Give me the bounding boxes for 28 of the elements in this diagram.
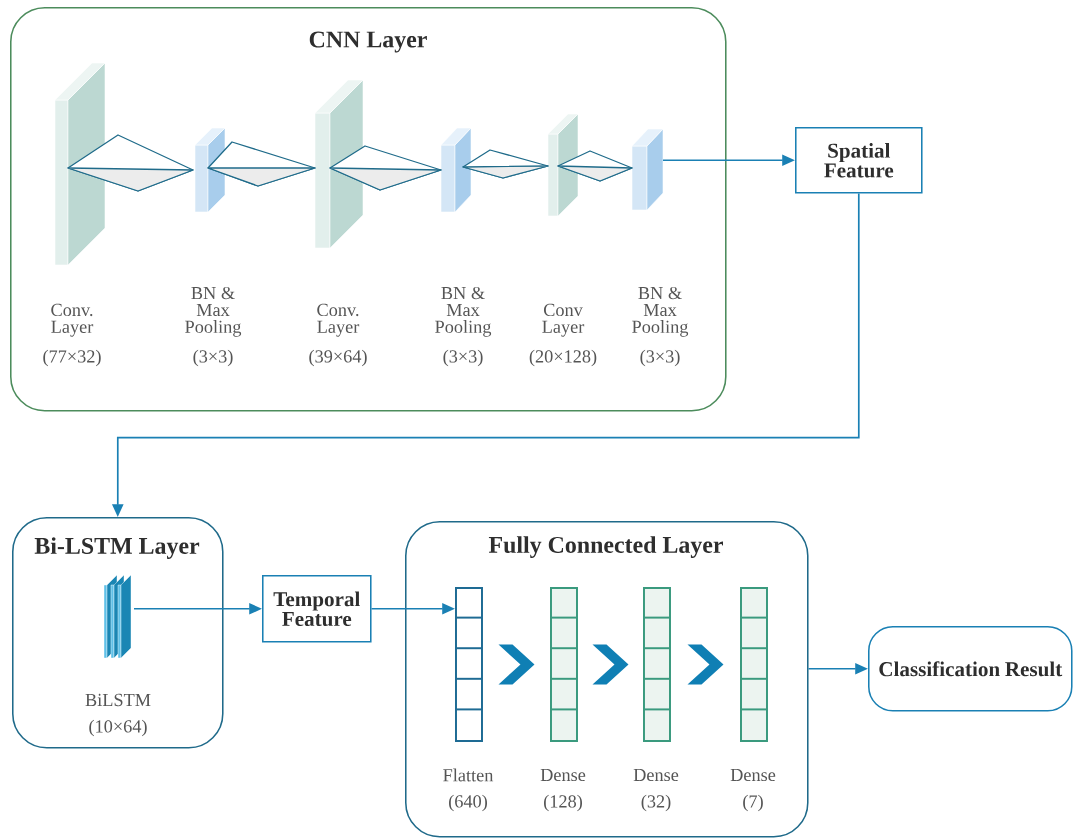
size-label: (20×128) — [529, 349, 597, 367]
layer-label: Dense — [730, 768, 776, 782]
size-label: (10×64) — [89, 719, 147, 737]
size-label: (640) — [449, 794, 487, 812]
size-label: (3×3) — [193, 349, 233, 367]
size-label: (39×64) — [309, 349, 367, 367]
layer-label: Conv. Layer — [317, 303, 360, 337]
layer-label: Dense — [540, 768, 586, 782]
layer-label: Flatten — [443, 768, 494, 782]
size-label: (128) — [544, 794, 582, 812]
size-label: (3×3) — [640, 349, 680, 367]
layer-label: BN & Max Pooling — [185, 286, 242, 337]
result-box: Classification Result — [868, 626, 1073, 712]
feature-box: Spatial Feature — [795, 127, 923, 194]
layer-label: BiLSTM — [85, 693, 151, 707]
feature-box: Temporal Feature — [262, 575, 372, 643]
chevron-arrow — [498, 644, 535, 685]
size-label: (3×3) — [443, 349, 483, 367]
size-label: (32) — [641, 794, 671, 812]
size-label: (7) — [743, 794, 763, 812]
layer-label: Conv. Layer — [51, 303, 94, 337]
size-label: (77×32) — [43, 349, 101, 367]
chevron-arrow — [687, 644, 724, 685]
chevron-arrow — [592, 644, 629, 685]
layer-label: BN & Max Pooling — [435, 286, 492, 337]
layer-label: Dense — [633, 768, 679, 782]
layer-label: BN & Max Pooling — [632, 286, 689, 337]
layer-label: Conv Layer — [542, 303, 585, 337]
